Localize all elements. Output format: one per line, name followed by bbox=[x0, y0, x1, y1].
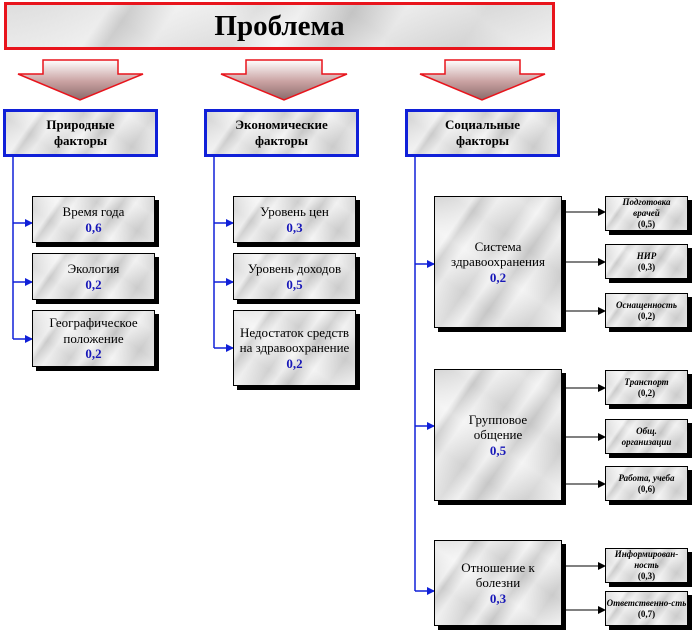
subfactor-label: Информирован-ность bbox=[614, 549, 679, 571]
group-label: Отношение к болезни bbox=[461, 559, 535, 591]
factor-value: 0,3 bbox=[286, 219, 303, 235]
factor-label: Уровень цен bbox=[260, 203, 329, 219]
down-arrow-icon bbox=[220, 59, 348, 101]
category-box-nature: Природные факторы bbox=[3, 109, 158, 157]
factor-label: Экология bbox=[67, 260, 120, 276]
category-label: факторы bbox=[455, 133, 510, 148]
subfactor-box: Ответственно-сть (0,7) bbox=[605, 591, 688, 626]
subfactor-label: Транспорт bbox=[624, 376, 669, 387]
subfactor-value: (0,5) bbox=[637, 218, 656, 229]
category-box-economy: Экономические факторы bbox=[204, 109, 359, 157]
category-label: Природные bbox=[46, 117, 115, 133]
category-label: факторы bbox=[53, 133, 108, 148]
down-arrow-icon bbox=[17, 59, 144, 101]
page-title: Проблема bbox=[214, 9, 345, 42]
subfactor-value: (0,6) bbox=[637, 483, 656, 494]
factor-label: Недостаток средств на здравоохранение bbox=[239, 324, 350, 356]
factor-value: 0,6 bbox=[85, 219, 102, 235]
subfactor-value: (0,2) bbox=[637, 387, 656, 398]
subfactor-label: Работа, учеба bbox=[618, 472, 675, 483]
subfactor-box: Оснащенность (0,2) bbox=[605, 293, 688, 328]
factor-label: Время года bbox=[62, 203, 125, 219]
subfactor-box: Общ. организации bbox=[605, 419, 688, 454]
group-value: 0,5 bbox=[489, 442, 507, 458]
social-group-box: Отношение к болезни 0,3 bbox=[434, 540, 562, 626]
social-group-box: Система здравоохранения 0,2 bbox=[434, 196, 562, 328]
factor-label: Географическое положение bbox=[49, 315, 138, 346]
social-group-box: Групповое общение 0,5 bbox=[434, 369, 562, 501]
subfactor-value: (0,2) bbox=[637, 310, 656, 321]
factor-box: Уровень доходов 0,5 bbox=[233, 253, 356, 300]
subfactor-box: Подготовка врачей (0,5) bbox=[605, 196, 688, 231]
subfactor-box: НИР (0,3) bbox=[605, 244, 688, 279]
connector-social bbox=[414, 157, 435, 595]
factor-box: Географическое положение 0,2 bbox=[32, 310, 155, 367]
category-label: Экономические bbox=[235, 117, 328, 133]
category-label: факторы bbox=[254, 133, 309, 148]
factor-box: Время года 0,6 bbox=[32, 196, 155, 243]
subfactor-label: НИР bbox=[636, 250, 657, 261]
subfactor-label: Общ. организации bbox=[621, 425, 672, 447]
connector-tertiary bbox=[562, 208, 606, 614]
group-value: 0,3 bbox=[489, 590, 507, 606]
category-label: Социальные bbox=[444, 117, 521, 133]
connector-nature bbox=[12, 157, 33, 343]
group-label: Система здравоохранения bbox=[451, 238, 545, 270]
subfactor-label: Подготовка врачей bbox=[622, 197, 671, 219]
problem-title-box: Проблема bbox=[4, 2, 555, 50]
subfactor-box: Транспорт (0,2) bbox=[605, 370, 688, 405]
factor-box: Недостаток средств на здравоохранение 0,… bbox=[233, 310, 356, 386]
connector-economy bbox=[213, 157, 234, 352]
factor-box: Уровень цен 0,3 bbox=[233, 196, 356, 243]
category-box-social: Социальные факторы bbox=[405, 109, 560, 157]
group-value: 0,2 bbox=[489, 269, 507, 285]
factor-label: Уровень доходов bbox=[247, 260, 342, 276]
subfactor-label: Ответственно-сть bbox=[606, 597, 687, 608]
factor-box: Экология 0,2 bbox=[32, 253, 155, 300]
factor-value: 0,2 bbox=[85, 346, 102, 362]
down-arrow-icon bbox=[419, 59, 546, 101]
factor-value: 0,2 bbox=[85, 276, 102, 292]
subfactor-box: Информирован-ность (0,3) bbox=[605, 548, 688, 583]
subfactor-value: (0,3) bbox=[637, 261, 656, 272]
subfactor-box: Работа, учеба (0,6) bbox=[605, 466, 688, 501]
group-label: Групповое общение bbox=[468, 411, 528, 443]
factor-value: 0,5 bbox=[286, 276, 303, 292]
factor-value: 0,2 bbox=[286, 355, 303, 371]
subfactor-value: (0,7) bbox=[637, 608, 656, 619]
subfactor-label: Оснащенность bbox=[615, 299, 678, 310]
subfactor-value: (0,3) bbox=[637, 570, 656, 581]
